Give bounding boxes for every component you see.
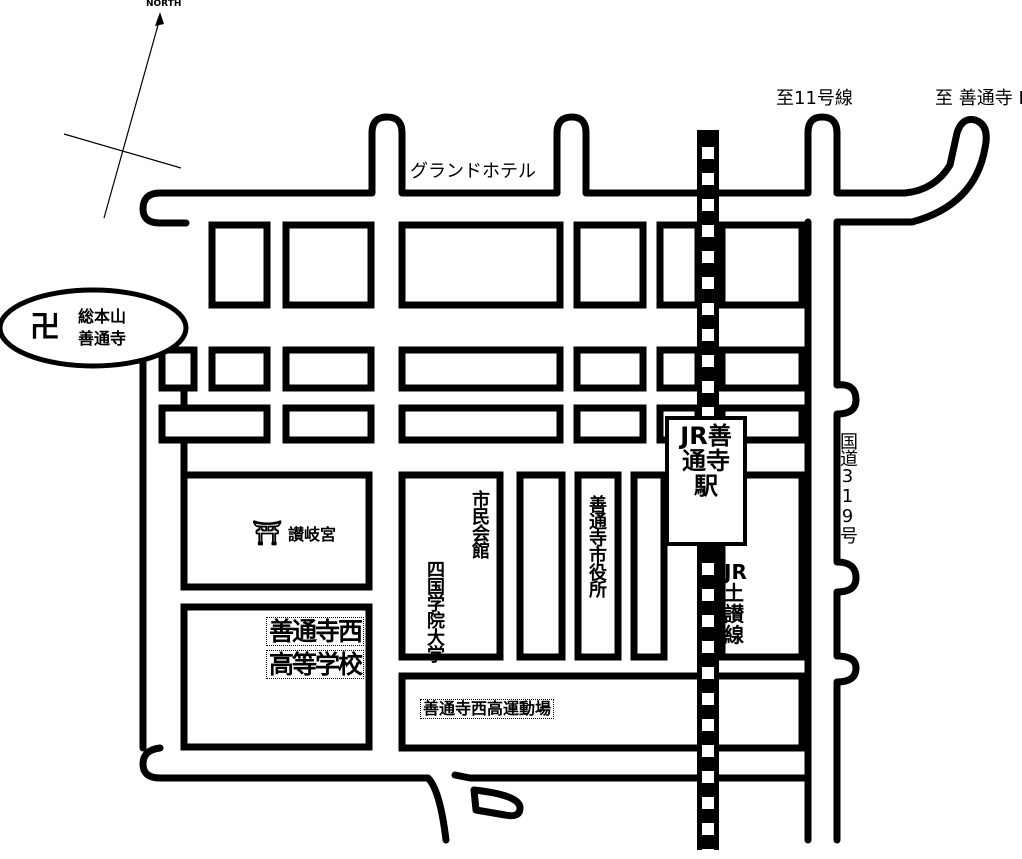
- railway-name: JR土讃線: [724, 560, 747, 647]
- temple-outline: [0, 287, 189, 369]
- railway-tie: [702, 771, 714, 783]
- railway-tie: [702, 797, 714, 809]
- destination-route11: 至11号線: [776, 88, 853, 109]
- shrine-icon: ⛩: [252, 519, 283, 547]
- shrine-label: 讃岐宮: [288, 525, 337, 544]
- city-office-label: 善通寺市役所: [586, 495, 607, 597]
- station-box: [665, 416, 747, 546]
- railway-tie: [702, 173, 714, 185]
- national-route-label: 国道319号: [837, 432, 858, 543]
- station-name: JR善通寺駅: [680, 422, 732, 501]
- high-school-label-line2: 高等学校: [266, 650, 365, 679]
- railway-tie: [702, 329, 714, 341]
- compass-arrow: [63, 12, 182, 219]
- railway-tie: [702, 277, 714, 289]
- railway-tie: [702, 147, 714, 159]
- station-label: JR善通寺駅: [672, 422, 740, 501]
- railway-tie: [702, 251, 714, 263]
- railway-tie: [702, 589, 714, 601]
- city-blocks: [158, 221, 806, 752]
- railway-tie: [702, 615, 714, 627]
- railway-tie: [702, 225, 714, 237]
- grand-hotel-label: グランドホテル: [410, 161, 536, 182]
- railway-tie: [702, 303, 714, 315]
- railway-tie: [702, 381, 714, 393]
- road-network: [139, 113, 990, 844]
- civic-hall-label: 市民会館: [469, 490, 490, 558]
- railway-tie: [702, 667, 714, 679]
- railway-tie: [702, 563, 714, 575]
- destination-zentsuji-ic: 至 善通寺 IC: [935, 88, 1022, 109]
- railway-tie: [702, 823, 714, 835]
- railway-tie: [702, 745, 714, 757]
- high-school-label-line1: 善通寺西: [266, 617, 365, 646]
- railway-tie: [702, 355, 714, 367]
- railway-label: JR土讃線: [724, 562, 764, 646]
- railway-tie: [702, 199, 714, 211]
- university-label: 四国学院大学: [424, 560, 445, 662]
- railway-tie: [702, 719, 714, 731]
- temple-label-line2: 善通寺: [78, 329, 127, 348]
- temple-icon: 卍: [30, 310, 60, 345]
- temple-label-line1: 総本山: [78, 307, 127, 326]
- railway-tie: [702, 849, 714, 859]
- railway-tie: [702, 693, 714, 705]
- sports-ground-label: 善通寺西高運動場: [420, 699, 555, 719]
- north-label: NORTH: [146, 0, 182, 9]
- railway-tie: [702, 641, 714, 653]
